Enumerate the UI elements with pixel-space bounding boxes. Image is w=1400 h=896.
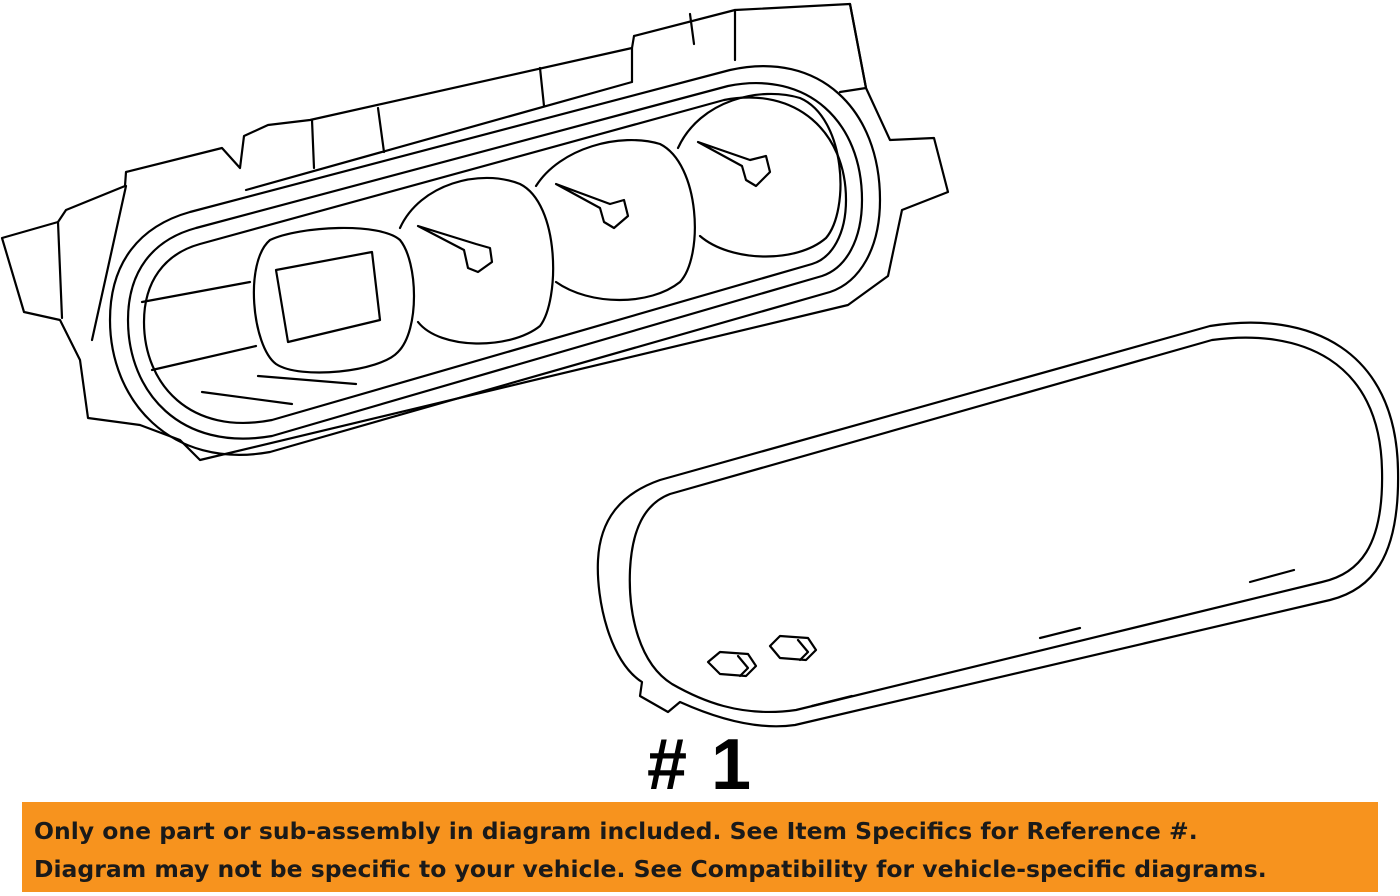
lens-detail-marks — [810, 568, 1296, 708]
lens-clip-2 — [768, 634, 818, 662]
gauge-3-outline — [676, 92, 842, 258]
housing-ribs — [56, 12, 696, 342]
lcd-screen — [274, 250, 382, 344]
lens-clip-1 — [706, 650, 758, 678]
lens-outer-edge — [596, 321, 1400, 728]
disclaimer-banner: Only one part or sub-assembly in diagram… — [22, 802, 1378, 892]
disclaimer-line-2: Diagram may not be specific to your vehi… — [34, 855, 1267, 883]
gauge-2-outline — [534, 138, 696, 302]
bezel-lens-ring — [142, 96, 848, 425]
part-reference-label: # 1 — [646, 725, 754, 805]
housing-top-ledge — [244, 2, 868, 192]
bezel-outer-ring — [108, 65, 882, 456]
display-pod-outline — [252, 226, 416, 374]
instrument-cluster-housing — [0, 2, 950, 462]
gauge-1-needle — [416, 224, 494, 274]
gauge-1-outline — [398, 176, 555, 345]
gauge-3-needle — [696, 140, 772, 188]
disclaimer-line-1: Only one part or sub-assembly in diagram… — [34, 817, 1198, 845]
gauge-2-needle — [554, 182, 630, 230]
cluster-lens-cover — [596, 321, 1400, 728]
housing-outline — [0, 2, 950, 462]
bezel-inner-ring — [126, 82, 864, 440]
lens-inner-edge — [628, 336, 1384, 714]
face-detail-lines — [140, 280, 358, 406]
